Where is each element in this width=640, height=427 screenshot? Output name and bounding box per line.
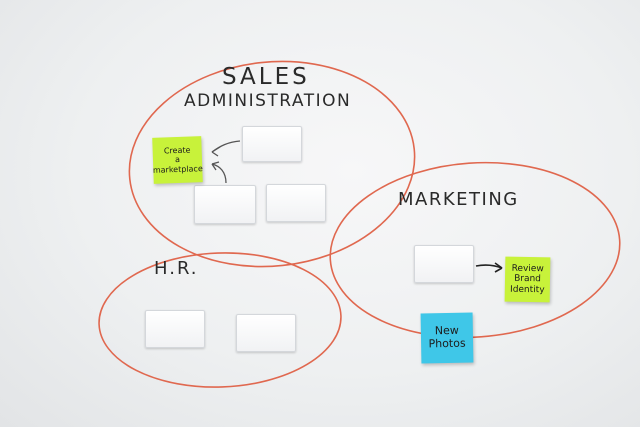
hr-label: H.R. [154,258,199,279]
sticky-note-new-photos: New Photos [420,312,474,364]
sticky-note-review-brand: Review Brand Identity [504,256,551,303]
arrow-head-create-note [211,146,221,157]
hr-blank-card-left [145,310,205,348]
sticky-note-create-marketplace: Create a marketplace [152,136,203,184]
arrow-lower-card-to-note [211,163,227,184]
administration-label: ADMINISTRATION [184,91,352,111]
marketing-label: MARKETING [398,189,519,210]
hr-blank-card-right [236,314,296,352]
hr-circle [98,252,342,388]
marketing-blank-card [414,245,474,283]
arrow-card-to-create-note [211,140,241,153]
sales-blank-card-top [242,126,302,162]
arrow-head-review [494,262,503,273]
sales-blank-card-lower-left [194,185,256,224]
sales-label: SALES [222,64,310,90]
sales-blank-card-lower-right [266,184,326,222]
sales-circle [128,60,416,268]
arrow-head-lower [211,161,220,171]
marketing-circle [329,161,621,339]
